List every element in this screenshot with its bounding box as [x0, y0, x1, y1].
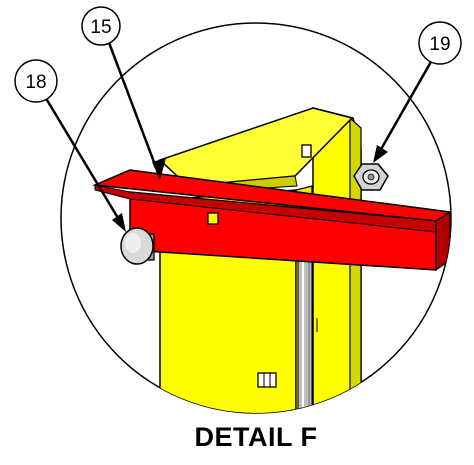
- detail-caption: DETAIL F: [195, 422, 318, 452]
- bracket-slot-lower: [257, 372, 277, 388]
- callout-18: 18: [14, 59, 126, 232]
- callout-19-leader: [374, 59, 434, 159]
- callout-19-label: 19: [429, 34, 450, 55]
- callout-19-arrowhead: [373, 145, 388, 163]
- callout-15-leader: [106, 39, 162, 179]
- red-angle-bar-end: [435, 210, 451, 272]
- post-strip: [297, 239, 313, 413]
- callout-18-arrowhead: [112, 213, 126, 232]
- callout-18-balloon: [14, 59, 58, 103]
- bracket-slot-upper: [301, 144, 312, 158]
- bar-square-hole: [207, 212, 219, 225]
- callout-15-arrowhead: [152, 158, 166, 180]
- callout-18-leader: [42, 94, 126, 229]
- hex-nut: [353, 163, 389, 191]
- callout-15-label: 15: [90, 17, 111, 38]
- callout-15: 15: [81, 6, 166, 180]
- callout-19-balloon: [418, 21, 462, 65]
- callout-15-balloon: [81, 6, 121, 46]
- callout-18-label: 18: [25, 72, 46, 93]
- assembly-view: [92, 107, 451, 413]
- carriage-bolt-head: [120, 227, 155, 265]
- bracket-back-plate-edge: [349, 116, 362, 413]
- callout-19: 19: [373, 21, 462, 163]
